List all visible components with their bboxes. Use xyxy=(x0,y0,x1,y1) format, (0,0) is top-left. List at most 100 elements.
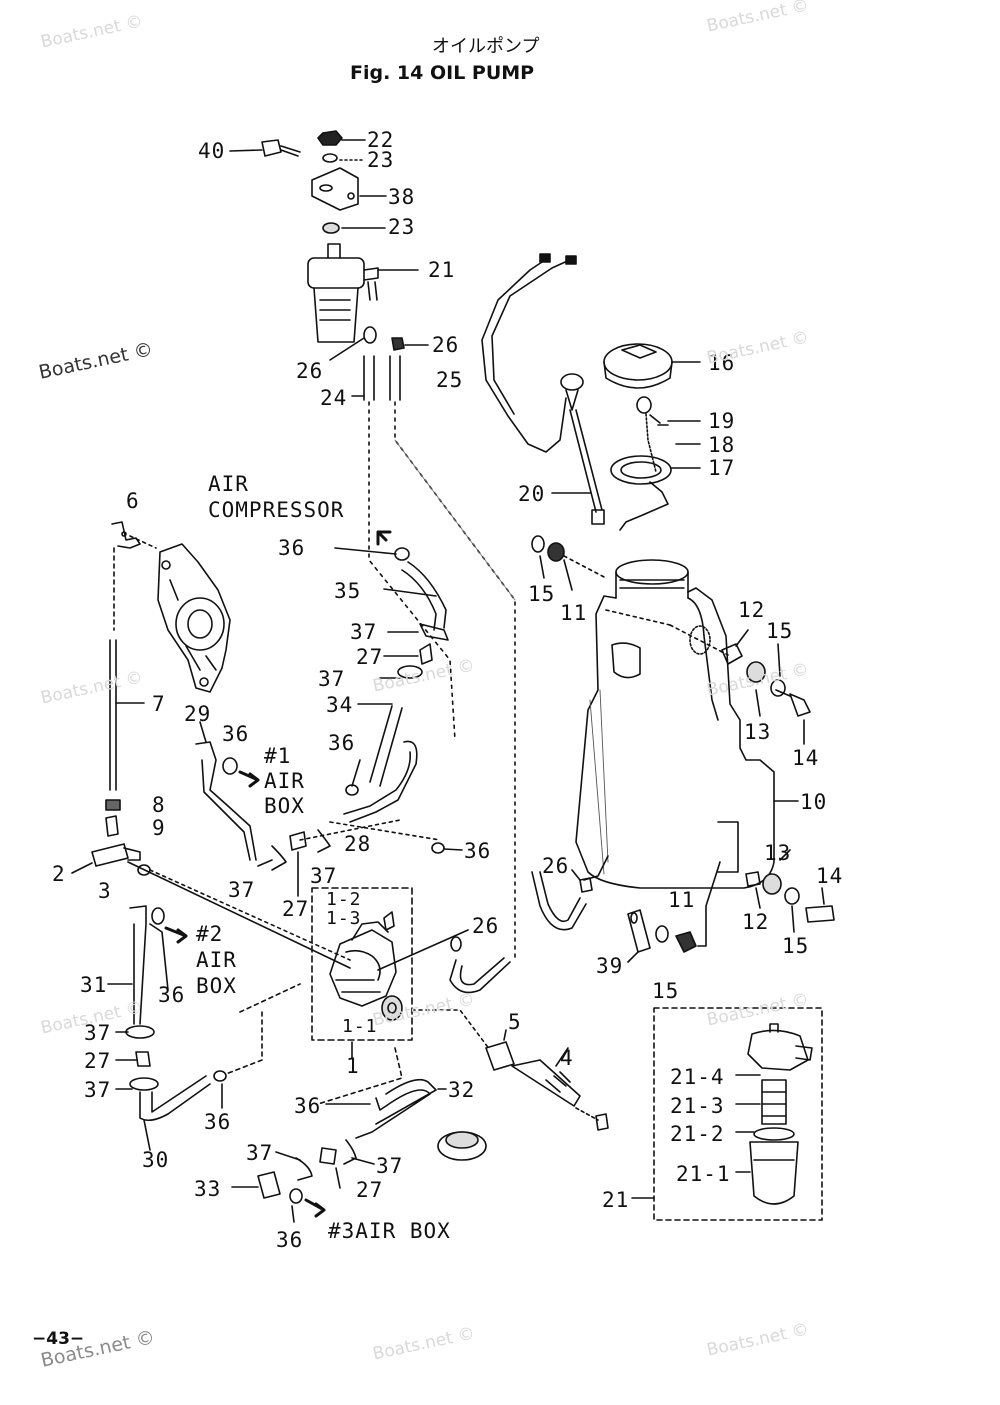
callout-label: 10 xyxy=(800,790,828,814)
callout-label: 5 xyxy=(508,1010,522,1034)
hose-34 xyxy=(357,703,403,787)
callout-label: 28 xyxy=(344,832,372,856)
air-box-1-label-b: AIR xyxy=(264,769,305,793)
air-box-2-label-b: AIR xyxy=(196,948,237,972)
callout-label: 36 xyxy=(276,1228,304,1252)
callout-label: 23 xyxy=(367,148,395,172)
callout-label: 37 xyxy=(84,1021,112,1045)
callout-label: 27 xyxy=(84,1049,112,1073)
hose-30 xyxy=(139,1070,227,1151)
callout-label: 22 xyxy=(367,128,395,152)
hose-ends-26 xyxy=(329,326,429,361)
callout-label: 27 xyxy=(282,897,310,921)
callout-label: 13 xyxy=(744,720,772,744)
callout-label: 36 xyxy=(278,536,306,560)
callout-label: 36 xyxy=(204,1110,232,1134)
air-box-2-label-c: BOX xyxy=(196,974,237,998)
air-box-3-label: #3AIR BOX xyxy=(328,1219,451,1243)
callout-label: 39 xyxy=(596,954,624,978)
callout-label: 19 xyxy=(708,409,736,433)
grommet-13-upper xyxy=(746,661,766,717)
nut-22 xyxy=(317,130,366,146)
callout-label: 14 xyxy=(792,746,820,770)
callout-label: 21 xyxy=(602,1188,630,1212)
collar-5 xyxy=(485,1029,515,1071)
callout-label: 27 xyxy=(356,645,384,669)
callout-label: 9 xyxy=(152,816,166,840)
callout-label: 37 xyxy=(84,1078,112,1102)
callout-label: 6 xyxy=(126,489,140,513)
lever-2 xyxy=(71,843,141,874)
oil-filter-21 xyxy=(307,243,419,343)
hose-31 xyxy=(107,905,169,1025)
callout-label: 40 xyxy=(198,139,226,163)
gasket-17 xyxy=(610,455,701,531)
clip-39 xyxy=(627,909,651,963)
oil-tank-10 xyxy=(575,559,799,889)
air-compressor-label-1: AIR xyxy=(208,472,249,496)
cap-16 xyxy=(603,343,701,389)
callout-label: 2 xyxy=(52,862,66,886)
callout-label: 21-2 xyxy=(670,1122,725,1146)
shaft-4 xyxy=(511,1047,609,1131)
callout-label: 26 xyxy=(542,854,570,878)
callout-label: 37 xyxy=(246,1141,274,1165)
callout-label: 21-4 xyxy=(670,1065,725,1089)
callout-label: 21-1 xyxy=(676,1162,731,1186)
callout-label: 21-3 xyxy=(670,1094,725,1118)
washer-15-lower xyxy=(784,887,800,933)
grommet-13-lower xyxy=(762,849,791,895)
oil-pump-1 xyxy=(311,887,469,1059)
callout-label: 11 xyxy=(560,601,588,625)
callout-label: 37 xyxy=(310,864,338,888)
title-japanese: オイルポンプ xyxy=(432,36,540,57)
callout-label: 15 xyxy=(766,619,794,643)
washer-15-left xyxy=(531,535,545,579)
callout-label: 21 xyxy=(428,258,456,282)
washer-23-lower xyxy=(322,222,386,234)
fitting-12-upper xyxy=(721,629,749,665)
retainer-19-18 xyxy=(636,396,701,473)
callout-label: 36 xyxy=(158,983,186,1007)
callout-label: 11 xyxy=(668,888,696,912)
fitting-36-right xyxy=(431,842,463,854)
callout-label: 26 xyxy=(296,359,324,383)
nut-8 xyxy=(105,799,121,811)
callout-label: 1-3 xyxy=(326,908,362,929)
hose-32 xyxy=(325,1078,447,1139)
callout-label: 30 xyxy=(142,1148,170,1172)
bracket-38 xyxy=(311,167,387,211)
callout-label: 36 xyxy=(222,722,250,746)
bolt-14-upper xyxy=(775,689,811,745)
callout-label: 3 xyxy=(98,879,112,903)
clamps-left-mid xyxy=(257,829,331,897)
callout-label: 17 xyxy=(708,456,736,480)
callout-label: 18 xyxy=(708,433,736,457)
grommet-11-lower xyxy=(675,861,721,953)
callout-label: 1-1 xyxy=(342,1016,378,1037)
callout-label: 26 xyxy=(432,333,460,357)
callout-label: 31 xyxy=(80,973,108,997)
callout-label: 36 xyxy=(294,1094,322,1118)
callout-label: 8 xyxy=(152,793,166,817)
callout-label: 14 xyxy=(816,864,844,888)
rod-7 xyxy=(109,521,145,791)
clamps-27-37-lower-left xyxy=(115,1025,159,1091)
hose-26-tank xyxy=(531,869,593,931)
fitting-33 xyxy=(231,1171,303,1223)
callout-label: 35 xyxy=(334,579,362,603)
callout-label: 20 xyxy=(518,482,546,506)
callout-label: 4 xyxy=(560,1046,574,1070)
clamps-lower-center xyxy=(275,1139,375,1189)
bolt-14-lower xyxy=(805,887,835,923)
hose-28 xyxy=(343,740,418,823)
callout-label: 26 xyxy=(472,914,500,938)
dipstick-20 xyxy=(551,373,605,525)
joint-9 xyxy=(105,815,119,837)
cover-plate xyxy=(437,1131,487,1161)
callout-label: 27 xyxy=(356,1178,384,1202)
hose-29 xyxy=(195,721,257,861)
clamps-37-27-upper xyxy=(379,623,449,679)
